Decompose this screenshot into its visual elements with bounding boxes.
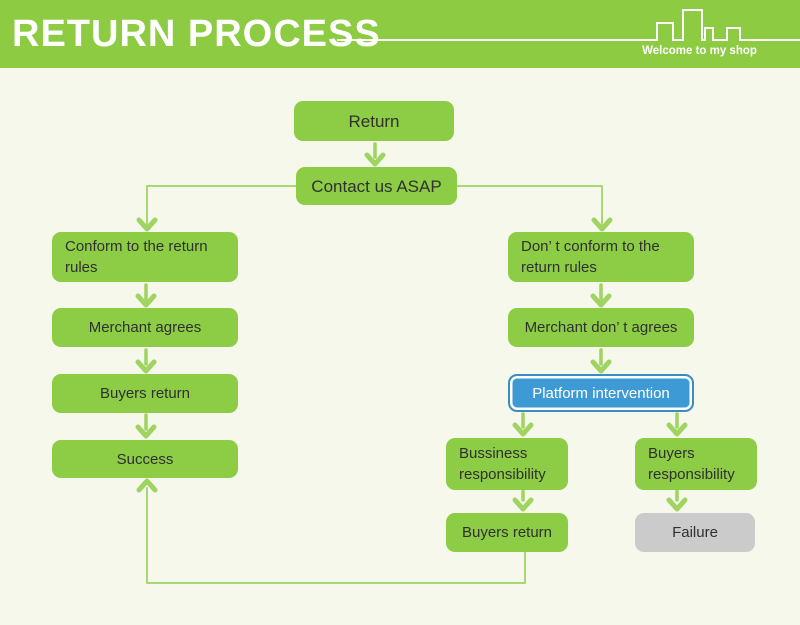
node-bussiness-responsibility: Bussiness responsibility <box>446 438 568 490</box>
node-label: Platform intervention <box>532 384 670 402</box>
node-merchant-agrees: Merchant agrees <box>52 308 238 347</box>
node-buyers-return-right: Buyers return <box>446 513 568 552</box>
node-label: Don’ t conform to the return rules <box>521 238 660 276</box>
header-banner: RETURN PROCESS Welcome to my shop <box>0 0 800 68</box>
node-label: Buyers return <box>461 524 553 541</box>
node-platform-intervention: Platform intervention <box>508 374 694 412</box>
node-label: Failure <box>672 524 718 541</box>
node-return: Return <box>294 101 454 141</box>
node-failure: Failure <box>635 513 755 552</box>
node-label: Conform to the return rules <box>65 238 208 276</box>
node-success: Success <box>52 440 238 478</box>
node-label: Return <box>348 111 400 131</box>
node-buyers-responsibility: Buyers responsibility <box>635 438 757 490</box>
node-label: Buyers responsibility <box>648 445 735 483</box>
city-skyline-icon <box>337 9 800 41</box>
node-label: Success <box>116 450 174 468</box>
welcome-tagline: Welcome to my shop <box>642 45 757 57</box>
node-label: Merchant agrees <box>88 319 202 336</box>
node-label: Merchant don’ t agrees <box>524 319 678 336</box>
page-title: RETURN PROCESS <box>12 13 381 55</box>
node-merchant-dont-agrees: Merchant don’ t agrees <box>508 308 694 347</box>
node-label: Contact us ASAP <box>311 176 442 196</box>
node-dont-conform-rules: Don’ t conform to the return rules <box>508 232 694 282</box>
node-contact-us-asap: Contact us ASAP <box>296 167 457 205</box>
node-label: Buyers return <box>99 385 191 402</box>
node-conform-rules: Conform to the return rules <box>52 232 238 282</box>
node-buyers-return-left: Buyers return <box>52 374 238 413</box>
node-label: Bussiness responsibility <box>459 445 546 483</box>
